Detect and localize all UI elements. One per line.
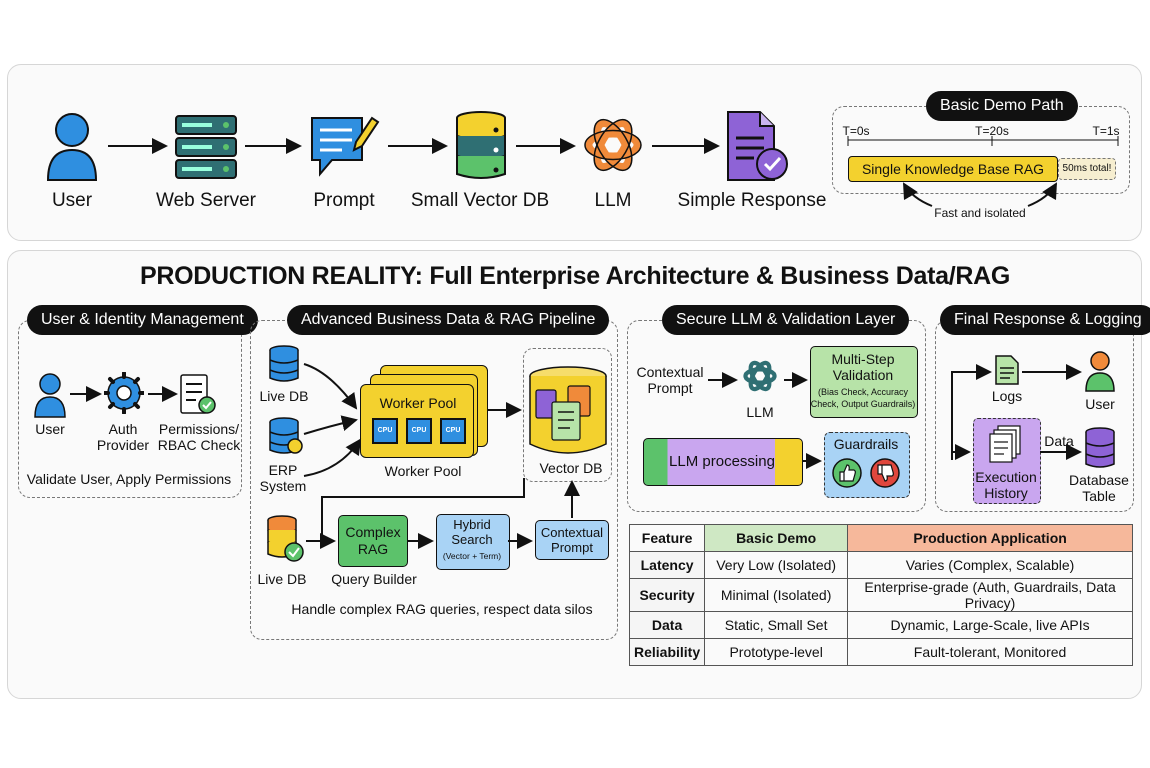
basic-demo-path-title: Basic Demo Path (926, 91, 1078, 121)
llm-contextual-prompt-label: Contextual Prompt (636, 364, 704, 396)
fast-isolated-note: Fast and isolated (934, 206, 1026, 220)
top-node-label-web-server: Web Server (156, 190, 256, 211)
worker-pool-label: Worker Pool (384, 463, 462, 479)
execution-history-label: Execution History (975, 469, 1037, 501)
vector-db-cylinder-icon (529, 366, 607, 454)
row-basic-cell: Prototype-level (704, 638, 849, 666)
header-basic-demo: Basic Demo (704, 524, 849, 552)
complex-rag-box: Complex RAG (338, 515, 408, 567)
row-basic-cell: Very Low (Isolated) (704, 551, 849, 579)
header-feature: Feature (628, 524, 706, 552)
knowledge-base-bar: Single Knowledge Base RAG (848, 156, 1058, 182)
row-production-cell: Enterprise-grade (Auth, Guardrails, Data… (847, 578, 1133, 612)
total-time-badge: 50ms total! (1058, 158, 1116, 180)
table-row: Latency Very Low (Isolated) Varies (Comp… (628, 551, 1133, 579)
hybrid-search-label: Hybrid Search (451, 517, 493, 547)
query-builder-label: Query Builder (331, 571, 417, 587)
row-feature-cell: Reliability (628, 638, 706, 666)
identity-section-title: User & Identity Management (27, 305, 258, 335)
cpu-chip-2: CPU (406, 418, 432, 444)
pipeline-caption: Handle complex RAG queries, respect data… (291, 601, 593, 617)
database-table-label: Database Table (1069, 472, 1129, 504)
logs-label: Logs (991, 388, 1023, 404)
thumbs-up-icon (832, 458, 862, 488)
document-check-icon (727, 111, 788, 181)
table-row: Data Static, Small Set Dynamic, Large-Sc… (628, 611, 1133, 639)
thumbs-down-icon (870, 458, 900, 488)
auth-provider-label: Auth Provider (96, 421, 150, 453)
live-db-label-1: Live DB (259, 388, 309, 404)
llm-openai-icon (584, 118, 642, 172)
row-basic-cell: Static, Small Set (704, 611, 849, 639)
permissions-checklist-icon (180, 374, 216, 414)
vector-db-label: Vector DB (539, 460, 603, 476)
cpu-chip-1: CPU (372, 418, 398, 444)
llm-layer-llm-icon (743, 360, 777, 392)
cpu-chip-3: CPU (440, 418, 466, 444)
server-icon (175, 115, 237, 179)
production-title: PRODUCTION REALITY: Full Enterprise Arch… (139, 262, 1011, 290)
identity-user-label: User (35, 421, 65, 437)
row-basic-cell: Minimal (Isolated) (704, 578, 849, 612)
top-node-label-small-vector-db: Small Vector DB (410, 190, 550, 211)
live-db-icon (269, 345, 299, 382)
identity-user-icon (34, 373, 66, 418)
comparison-table: Feature Basic Demo Production Applicatio… (628, 524, 1133, 666)
live-db-check-icon (267, 515, 304, 562)
erp-system-label: ERP System (259, 462, 307, 494)
header-production-application: Production Application (847, 524, 1133, 552)
row-feature-cell: Latency (628, 551, 706, 579)
top-node-label-simple-response: Simple Response (677, 190, 827, 211)
prompt-chat-icon (311, 116, 380, 177)
row-production-cell: Fault-tolerant, Monitored (847, 638, 1133, 666)
row-feature-cell: Security (628, 578, 706, 612)
multi-step-validation-box (810, 346, 918, 418)
contextual-prompt-box: Contextual Prompt (535, 520, 609, 560)
auth-provider-icon (104, 372, 144, 414)
final-user-label: User (1085, 396, 1115, 412)
llm-processing-bar (643, 438, 803, 486)
llm-layer-llm-label: LLM (746, 404, 774, 420)
top-node-label-user: User (51, 190, 93, 211)
identity-caption: Validate User, Apply Permissions (26, 471, 232, 487)
comparison-header-row: Feature Basic Demo Production Applicatio… (628, 524, 1133, 552)
validation-title: Multi-Step Validation (831, 351, 895, 383)
erp-system-icon (269, 417, 303, 454)
row-production-cell: Varies (Complex, Scalable) (847, 551, 1133, 579)
hybrid-search-sub: (Vector + Term) (442, 551, 502, 561)
table-row: Reliability Prototype-level Fault-tolera… (628, 638, 1133, 666)
guardrails-label: Guardrails (833, 436, 899, 452)
database-table-icon (1085, 427, 1115, 468)
pipeline-section-title: Advanced Business Data & RAG Pipeline (287, 305, 610, 335)
llm-processing-label: LLM processing (669, 453, 775, 470)
execution-history-docs-icon (989, 425, 1021, 463)
top-node-label-llm: LLM (594, 190, 632, 211)
timeline-label-t0: T=0s (842, 124, 870, 138)
llm-layer-title: Secure LLM & Validation Layer (662, 305, 910, 335)
user-icon (46, 113, 98, 181)
logs-icon (995, 355, 1019, 385)
vector-db-icon (456, 111, 506, 179)
validation-subtitle: (Bias Check, Accuracy Check, Output Guar… (810, 387, 916, 409)
top-node-label-prompt: Prompt (313, 190, 375, 211)
timeline-label-t2: T=1s (1092, 124, 1120, 138)
worker-pool-inner-label: Worker Pool (379, 395, 457, 411)
table-row: Security Minimal (Isolated) Enterprise-g… (628, 578, 1133, 612)
timeline-label-t1: T=20s (975, 124, 1009, 138)
final-user-icon (1085, 351, 1115, 392)
permissions-label: Permissions/ RBAC Check (157, 421, 241, 453)
live-db-label-2: Live DB (257, 571, 307, 587)
final-response-title: Final Response & Logging (940, 305, 1150, 335)
